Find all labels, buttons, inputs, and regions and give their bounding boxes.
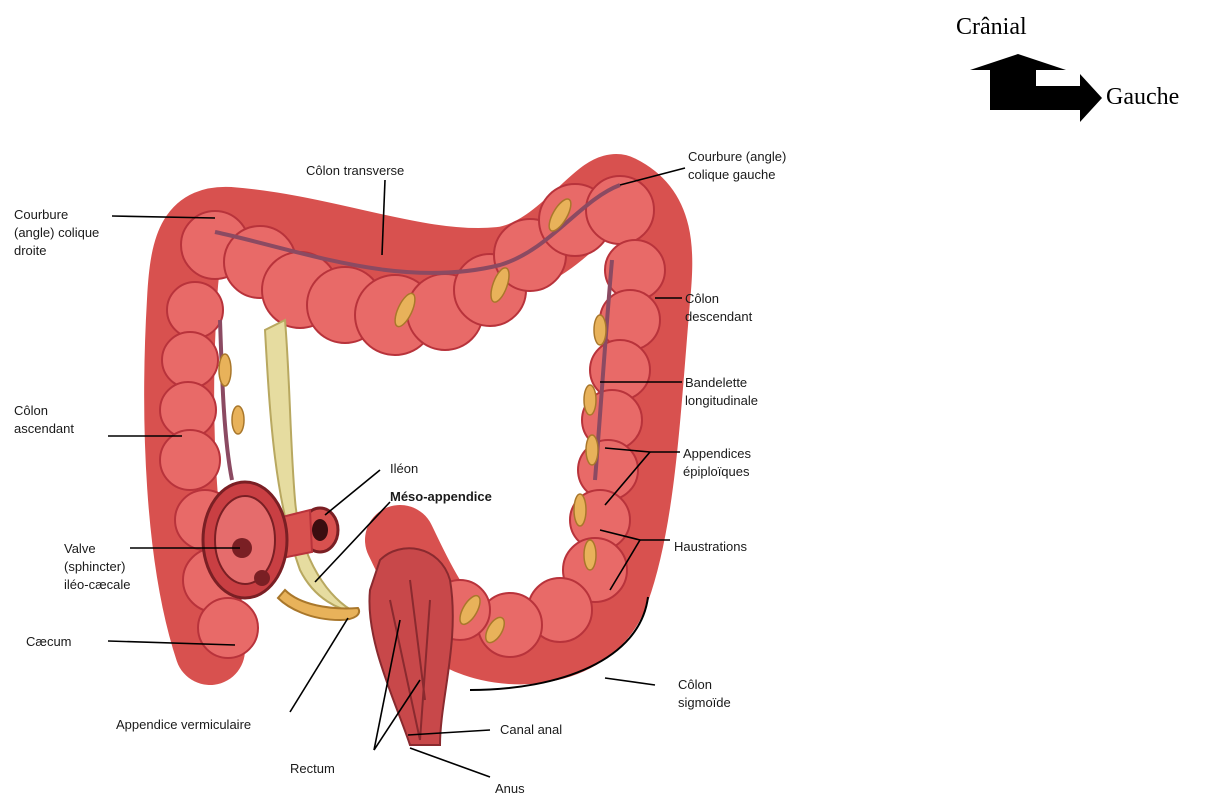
label-colon-ascendant: Côlon ascendant xyxy=(14,402,74,438)
label-haustrations: Haustrations xyxy=(674,538,747,556)
label-colon-transverse: Côlon transverse xyxy=(306,162,404,180)
label-colon-sigmoide: Côlon sigmoïde xyxy=(678,676,731,712)
label-rectum: Rectum xyxy=(290,760,335,778)
label-valve: Valve (sphincter) iléo-cæcale xyxy=(64,540,130,594)
orientation-arrow-icon xyxy=(970,54,1102,122)
label-caecum: Cæcum xyxy=(26,633,72,651)
label-meso-appendice: Méso-appendice xyxy=(390,488,492,506)
label-bandelette: Bandelette longitudinale xyxy=(685,374,758,410)
label-canal-anal: Canal anal xyxy=(500,721,562,739)
label-anus: Anus xyxy=(495,780,525,798)
label-courbure-gauche: Courbure (angle) colique gauche xyxy=(688,148,786,184)
label-appendices-epiploiques: Appendices épiploïques xyxy=(683,445,751,481)
label-appendice-vermiculaire: Appendice vermiculaire xyxy=(116,716,251,734)
label-colon-descendant: Côlon descendant xyxy=(685,290,752,326)
label-courbure-droite: Courbure (angle) colique droite xyxy=(14,206,99,260)
label-ileon: Iléon xyxy=(390,460,418,478)
